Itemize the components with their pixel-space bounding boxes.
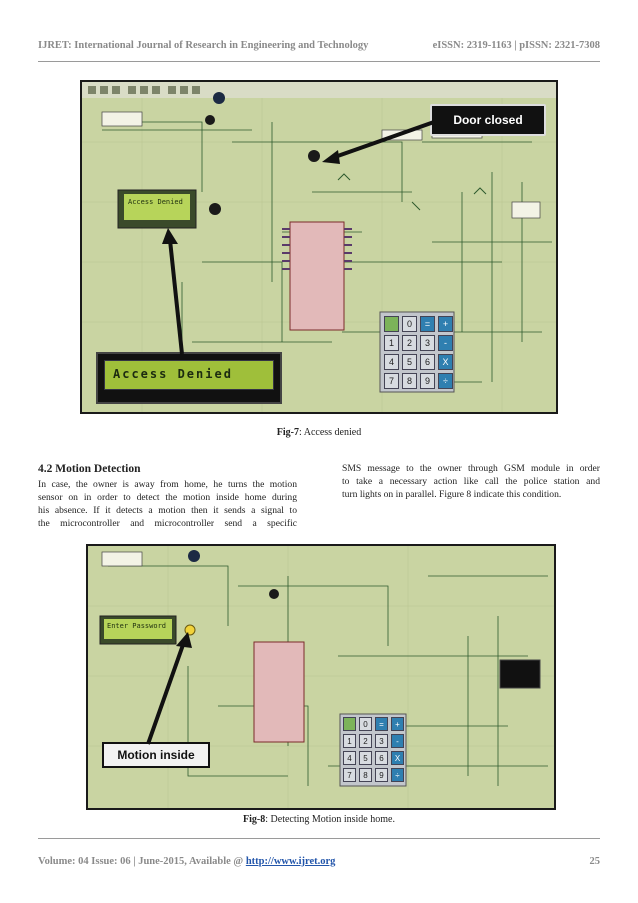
text-line: the microcontroller and microcontroller … xyxy=(38,518,297,529)
keypad-key xyxy=(343,717,356,731)
right-column-text: SMS message to the owner through GSM mod… xyxy=(342,462,600,501)
keypad-key: X xyxy=(438,354,453,370)
keypad-key: 8 xyxy=(359,768,372,782)
keypad-key: 4 xyxy=(384,354,399,370)
footer-volume-text: Volume: 04 Issue: 06 | June-2015, Availa… xyxy=(38,856,244,867)
keypad-key: 7 xyxy=(343,768,356,782)
large-lcd: Access Denied xyxy=(104,360,274,390)
door-closed-callout: Door closed xyxy=(430,104,546,136)
keypad-key: + xyxy=(438,316,453,332)
keypad-key: 9 xyxy=(420,373,435,389)
keypad-key: 5 xyxy=(402,354,417,370)
header-rule xyxy=(38,61,600,62)
fig7-small-lcd-text: Access Denied xyxy=(128,198,183,206)
keypad-key: 3 xyxy=(420,335,435,351)
footer-volume: Volume: 04 Issue: 06 | June-2015, Availa… xyxy=(38,856,335,867)
keypad-key: 6 xyxy=(420,354,435,370)
keypad-key: ÷ xyxy=(391,768,404,782)
keypad-key: 1 xyxy=(384,335,399,351)
fig7-caption-label: Fig-7 xyxy=(276,427,299,438)
keypad-key: 7 xyxy=(384,373,399,389)
keypad-key: - xyxy=(391,734,404,748)
motion-arrow xyxy=(146,632,192,745)
fig8-caption-text: : Detecting Motion inside home. xyxy=(265,814,395,825)
keypad-key: + xyxy=(391,717,404,731)
fig7-caption: Fig-7: Access denied xyxy=(0,427,638,438)
keypad-key: 4 xyxy=(343,751,356,765)
keypad-key: 5 xyxy=(359,751,372,765)
keypad-key: 0 xyxy=(359,717,372,731)
text-line: turn lights on in parallel. Figure 8 ind… xyxy=(342,489,562,500)
fig7-keypad: 0 = + 1 2 3 - 4 5 6 X 7 8 9 ÷ xyxy=(384,316,453,390)
footer-rule xyxy=(38,838,600,839)
fig8-schematic: Enter Password 0 = + 1 2 3 - 4 5 6 X 7 8… xyxy=(86,544,556,810)
fig7-schematic: Access Denied 0 = + 1 2 3 - 4 5 6 X 7 8 … xyxy=(80,80,558,414)
door-arrow xyxy=(322,120,435,164)
keypad-key: = xyxy=(420,316,435,332)
keypad-key xyxy=(384,316,399,332)
page-number: 25 xyxy=(589,856,601,867)
fig8-caption: Fig-8: Detecting Motion inside home. xyxy=(0,814,638,825)
fig8-caption-label: Fig-8 xyxy=(243,814,266,825)
keypad-key: 3 xyxy=(375,734,388,748)
section-heading: 4.2 Motion Detection xyxy=(38,463,141,475)
keypad-key: 9 xyxy=(375,768,388,782)
text-line: In case, the owner is away from home, he… xyxy=(38,479,297,490)
keypad-key: 1 xyxy=(343,734,356,748)
door-closed-label: Door closed xyxy=(453,113,523,127)
fig7-caption-text: : Access denied xyxy=(299,427,362,438)
keypad-key: 2 xyxy=(402,335,417,351)
keypad-key: = xyxy=(375,717,388,731)
keypad-key: 2 xyxy=(359,734,372,748)
text-line: his absence. If it detects a motion then… xyxy=(38,505,297,516)
large-lcd-text: Access Denied xyxy=(113,367,233,381)
text-line: to take a necessary action like call the… xyxy=(342,476,600,487)
keypad-key: 0 xyxy=(402,316,417,332)
issn-text: eISSN: 2319-1163 | pISSN: 2321-7308 xyxy=(432,40,600,51)
text-line: sensor on in order to detect the motion … xyxy=(38,492,297,503)
access-denied-callout: Access Denied xyxy=(96,352,282,404)
text-line: SMS message to the owner through GSM mod… xyxy=(342,463,600,474)
keypad-key: X xyxy=(391,751,404,765)
keypad-key: 8 xyxy=(402,373,417,389)
journal-title: IJRET: International Journal of Research… xyxy=(38,40,369,51)
left-column-text: In case, the owner is away from home, he… xyxy=(38,478,297,530)
keypad-key: 6 xyxy=(375,751,388,765)
access-denied-arrow xyxy=(162,228,184,355)
motion-inside-label: Motion inside xyxy=(117,748,195,762)
fig8-keypad: 0 = + 1 2 3 - 4 5 6 X 7 8 9 ÷ xyxy=(343,717,405,785)
fig8-small-lcd-text: Enter Password xyxy=(107,622,166,630)
motion-inside-callout: Motion inside xyxy=(102,742,210,768)
footer-link[interactable]: http://www.ijret.org xyxy=(245,856,336,867)
keypad-key: - xyxy=(438,335,453,351)
keypad-key: ÷ xyxy=(438,373,453,389)
